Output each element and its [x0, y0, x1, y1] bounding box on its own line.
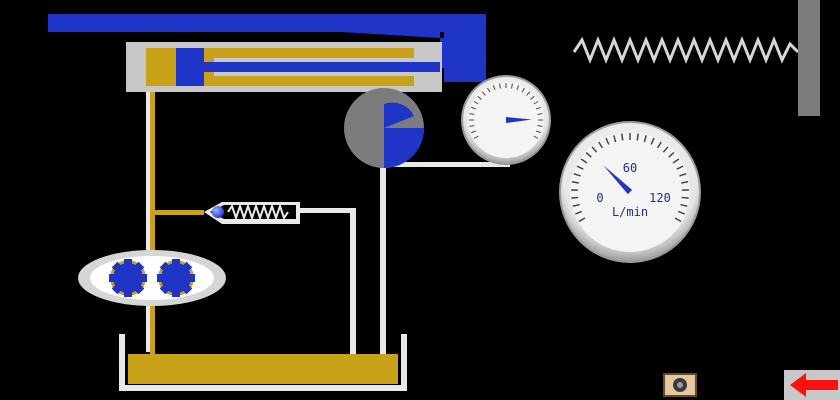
gauge-tick [481, 91, 486, 96]
gauge-tick [537, 113, 543, 115]
pressure-gauge [461, 75, 551, 165]
gauge-tick [571, 196, 579, 199]
gauge-tick [530, 95, 535, 100]
gauge-tick [591, 146, 598, 153]
gauge-tick [469, 125, 475, 127]
hydraulic-cylinder [126, 42, 442, 92]
gauge-tick [537, 125, 543, 127]
flow-scale-0: 0 [596, 191, 603, 205]
flow-scale-60: 60 [623, 161, 637, 175]
flow-meter-ticks [571, 133, 689, 223]
gauge-tick [533, 135, 539, 139]
gauge-tick [499, 83, 501, 89]
gauge-tick [492, 85, 496, 91]
flow-scale-120: 120 [649, 191, 671, 205]
gauge-tick [598, 141, 604, 149]
gear-pump [78, 250, 226, 306]
gauge-tick [487, 87, 491, 93]
gauge-tick [580, 158, 588, 164]
fixed-wall [798, 0, 820, 116]
gauge-tick [679, 173, 687, 177]
gauge-tick [672, 158, 680, 164]
gauge-tick [578, 217, 586, 223]
flow-meter-needle [603, 165, 633, 195]
gauge-tick [511, 83, 513, 89]
gauge-tick [662, 146, 669, 153]
gauge-tick [575, 210, 583, 215]
piston-rod [204, 62, 440, 72]
sound-button[interactable] [663, 373, 697, 397]
gauge-tick [571, 181, 579, 184]
blue-pipe-top-bar [48, 14, 486, 32]
valve-ball [212, 206, 224, 218]
oil-supply-line [150, 92, 204, 358]
gauge-tick [585, 151, 592, 158]
gauge-tick [473, 101, 479, 105]
gauge-tick [471, 130, 477, 134]
back-button[interactable] [784, 370, 840, 400]
gauge-tick [650, 137, 655, 145]
gauge-tick [535, 106, 541, 110]
oil-level [128, 354, 398, 384]
flow-unit-label: L/min [612, 205, 648, 219]
gauge-tick [521, 87, 525, 93]
gauge-tick [636, 133, 639, 141]
flow-meter-gauge: 60 0 120 L/min [559, 121, 701, 263]
directional-valve [344, 88, 424, 168]
load-spring [572, 35, 800, 65]
gauge-tick [656, 141, 662, 149]
piston [176, 48, 204, 86]
gauge-tick [681, 181, 689, 184]
gauge-tick [643, 135, 647, 143]
gauge-tick [533, 101, 539, 105]
arrow-left-icon [790, 373, 838, 397]
blue-pipe-right-drop [444, 32, 486, 82]
relief-valve [204, 202, 300, 224]
gauge-tick [471, 106, 477, 110]
pressure-pipes [146, 92, 510, 354]
gauge-tick [613, 135, 617, 143]
gauge-tick [526, 91, 531, 96]
oil-tank [119, 334, 407, 391]
gauge-tick [674, 217, 682, 223]
gauge-tick [535, 130, 541, 134]
gauge-tick [676, 165, 684, 170]
gauge-tick [621, 133, 624, 141]
gauge-tick [473, 135, 479, 139]
gauge-tick [573, 173, 581, 177]
gauge-tick [572, 203, 580, 208]
gauge-tick [680, 203, 688, 208]
gauge-tick [576, 165, 584, 170]
gauge-tick [605, 137, 610, 145]
valve-spring [227, 202, 289, 222]
gauge-tick [681, 196, 689, 199]
pressure-gauge-ticks [469, 83, 543, 139]
gauge-tick [516, 85, 520, 91]
gauge-tick [477, 95, 482, 100]
gauge-tick [668, 151, 675, 158]
gauge-tick [469, 113, 475, 115]
pressure-gauge-needle [505, 117, 532, 123]
gauge-tick [677, 210, 685, 215]
